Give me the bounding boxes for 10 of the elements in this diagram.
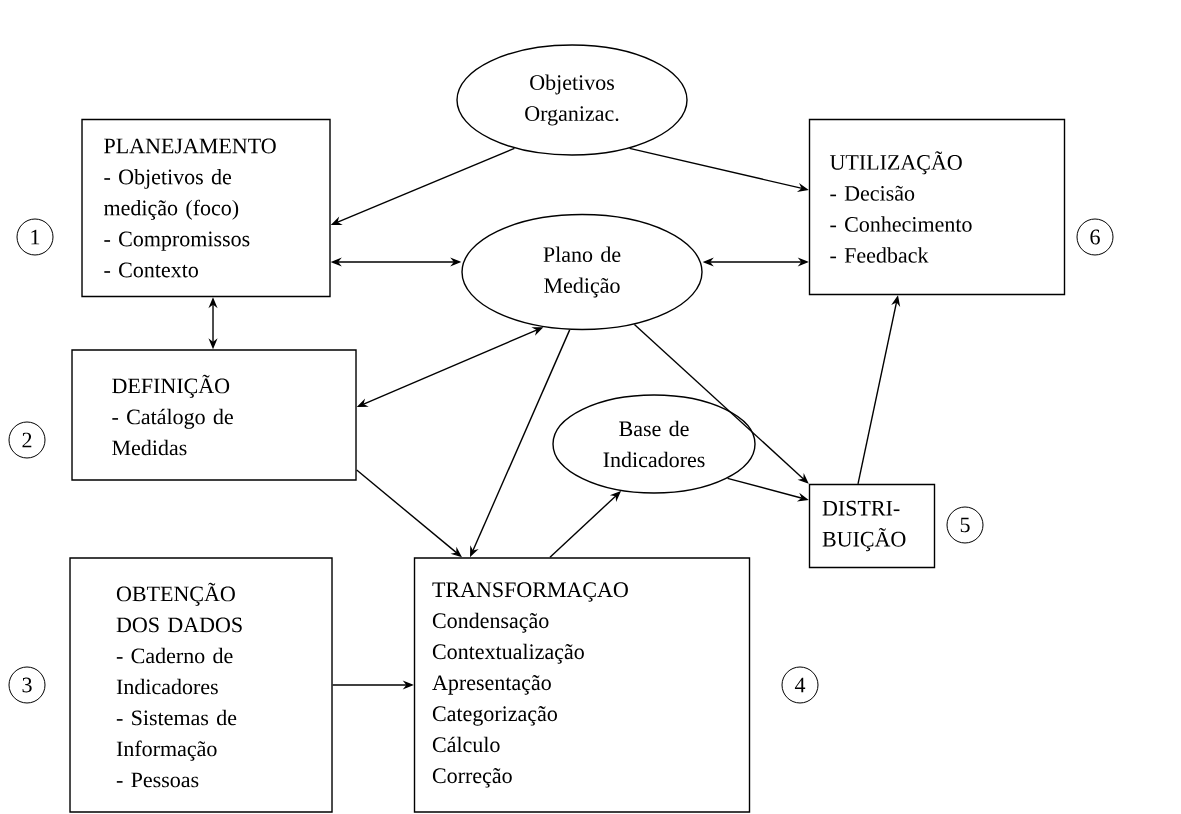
ellipse-node: Base de Indicadores — [552, 394, 756, 494]
arrow — [633, 323, 809, 484]
process-box: UTILIZAÇÃO - Decisão - Conhecimento - Feedback — [808, 118, 1066, 296]
process-box: TRANSFORMAÇAO Condensação Contextualização Apresentação Categorização Cálculo Correção — [413, 557, 751, 813]
process-box: DISTRI- BUIÇÃO — [808, 483, 936, 569]
process-box: OBTENÇÃO DOS DADOS - Caderno de Indicadores - Sistemas de Informação - Pessoas — [69, 557, 333, 813]
ellipse-node: Objetivos Organizac. — [456, 44, 688, 156]
ellipse-node: Plano de Medição — [461, 213, 703, 331]
process-box: DEFINIÇÃO - Catálogo de Medidas — [71, 349, 357, 481]
process-box: PLANEJAMENTO - Objetivos de medição (foco) - Compromissos - Contexto — [81, 118, 331, 298]
